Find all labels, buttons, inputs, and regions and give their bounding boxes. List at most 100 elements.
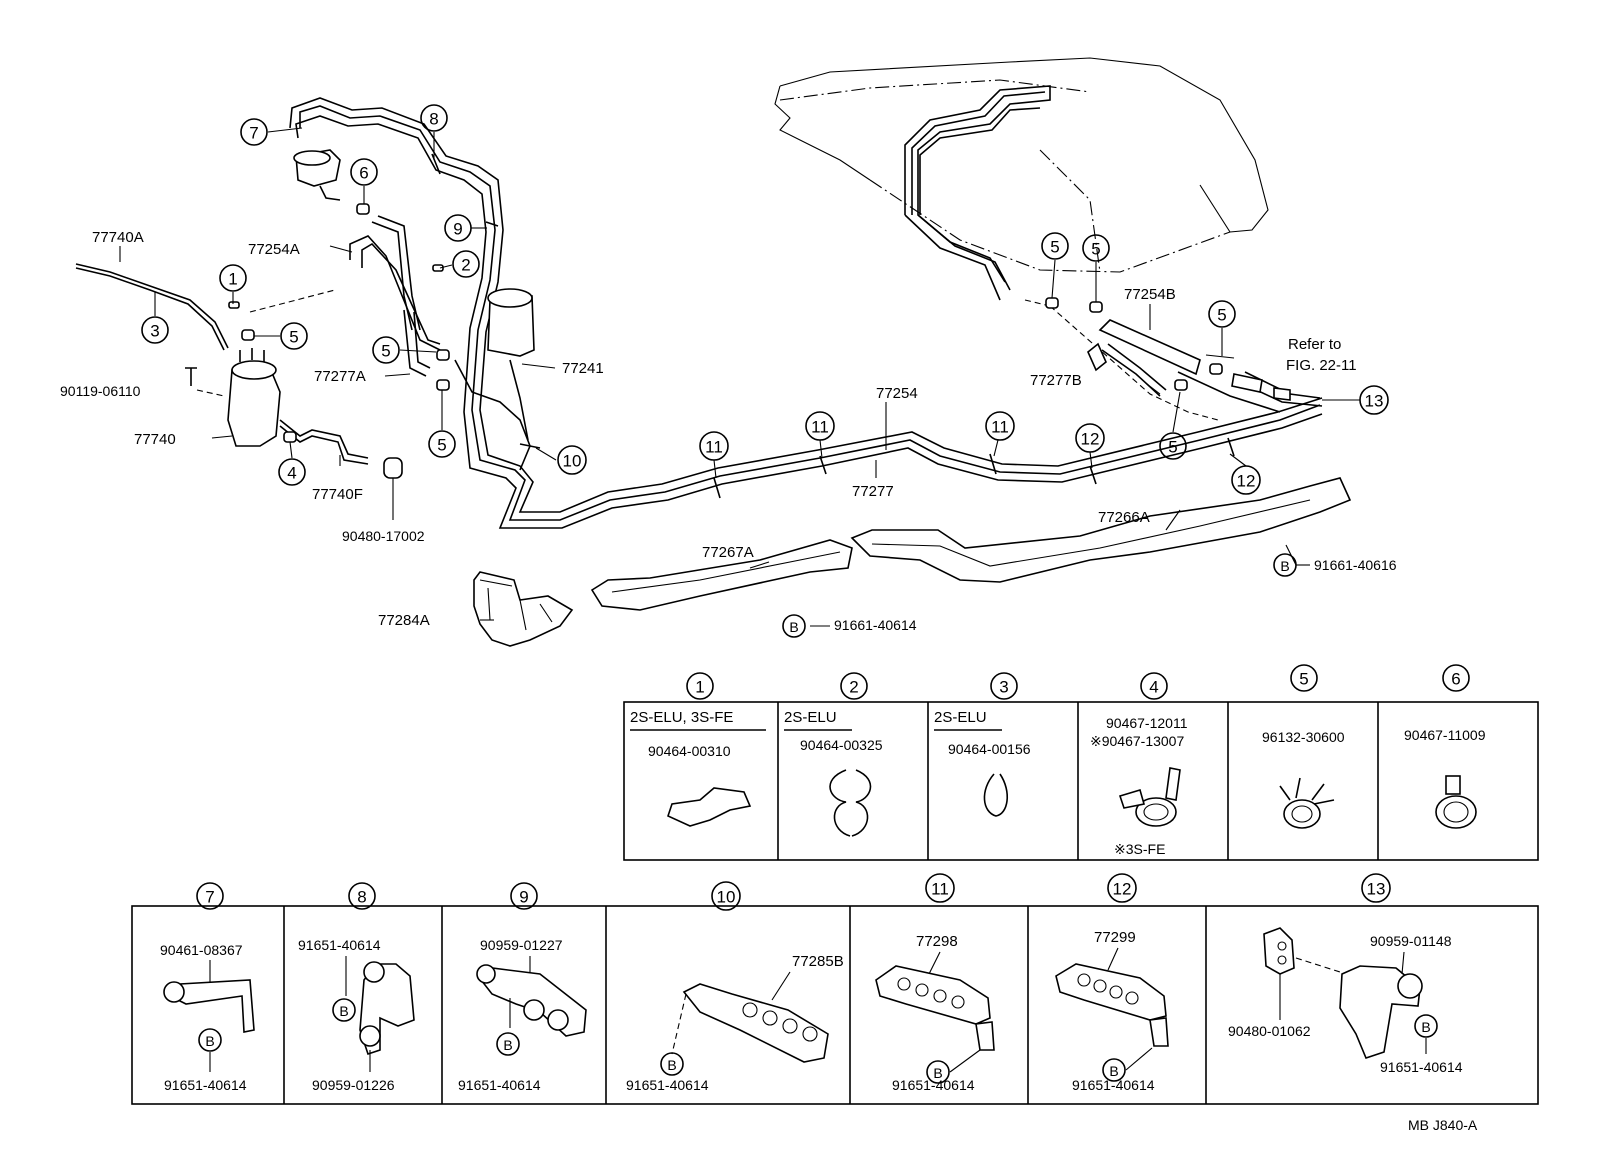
- detail-cell-8: 8 91651-40614 B 90959-01226: [298, 882, 415, 1093]
- callout-2: 2: [452, 250, 480, 278]
- label-77740a: 77740A: [92, 229, 144, 246]
- leader-lines: [119, 127, 1360, 627]
- detail-13-bolt: 91651-40614: [1380, 1059, 1463, 1075]
- svg-text:11: 11: [991, 418, 1009, 437]
- callout-13: 13: [1359, 385, 1389, 415]
- label-77277: 77277: [852, 483, 894, 500]
- label-77284a: 77284A: [378, 612, 430, 629]
- callout-12-b: 12: [1231, 465, 1261, 495]
- callout-5-g: 5: [1159, 432, 1187, 460]
- svg-text:9: 9: [453, 220, 462, 239]
- callout-4: 4: [278, 458, 306, 486]
- detail-8-part: 91651-40614: [298, 937, 381, 953]
- label-77740: 77740: [134, 431, 176, 448]
- detail-cell-11: 11 77298 B 91651-40614: [875, 873, 995, 1093]
- detail-cell-6: 6 90467-11009: [1404, 664, 1486, 829]
- svg-text:11: 11: [931, 880, 949, 899]
- svg-text:5: 5: [289, 328, 298, 347]
- detail-7-bolt: 91651-40614: [164, 1077, 247, 1093]
- detail-6-part: 90467-11009: [1404, 727, 1486, 743]
- detail-cell-2: 2 2S-ELU 90464-00325: [784, 672, 883, 837]
- detail-table-row1: 1 2S-ELU, 3S-FE 90464-00310 2 2S-ELU 904…: [623, 664, 1539, 861]
- callout-5-c: 5: [428, 430, 456, 458]
- label-77740f: 77740F: [312, 486, 363, 503]
- svg-text:5: 5: [1299, 670, 1308, 689]
- svg-text:12: 12: [1237, 472, 1256, 491]
- detail-9-bolt: 91651-40614: [458, 1077, 541, 1093]
- label-77254b: 77254B: [1124, 286, 1176, 303]
- svg-text:B: B: [339, 1003, 348, 1019]
- callout-b-2: B: [782, 614, 806, 638]
- svg-text:9: 9: [519, 888, 528, 907]
- detail-cell-1: 1 2S-ELU, 3S-FE 90464-00310: [630, 672, 766, 827]
- part-labels-main: 77740A 77254A 90119-06110 77740 77277A 7…: [60, 229, 1397, 633]
- detail-10-part: 77285B: [792, 953, 844, 970]
- label-91661-40616: 91661-40616: [1314, 557, 1397, 573]
- callout-6: 6: [350, 158, 378, 186]
- detail-table-row2: 7 90461-08367 B 91651-40614 8 91651-4061…: [131, 873, 1539, 1105]
- svg-text:5: 5: [1050, 238, 1059, 257]
- callout-11-b: 11: [805, 411, 835, 441]
- svg-text:12: 12: [1081, 430, 1100, 449]
- rear-hoses: [1045, 297, 1291, 401]
- callout-5-e: 5: [1082, 234, 1110, 262]
- svg-text:5: 5: [1217, 306, 1226, 325]
- protector-rail-77267a: [590, 539, 853, 611]
- main-fuel-lines: [289, 97, 1323, 529]
- detail-cell-12: 12 77299 B 91651-40614: [1055, 873, 1169, 1093]
- detail-cell-4: 4 90467-12011 ※90467-13007 ※3S-FE: [1090, 672, 1188, 857]
- clip-90464-00156-icon: [983, 773, 1008, 817]
- detail-9-part: 90959-01227: [480, 937, 563, 953]
- svg-text:2: 2: [849, 678, 858, 697]
- svg-text:13: 13: [1365, 392, 1384, 411]
- svg-text:B: B: [503, 1037, 512, 1053]
- svg-text:8: 8: [357, 888, 366, 907]
- spring-clamp-icon: [1283, 799, 1321, 829]
- detail-cell-13: 13 90959-01148 90480-01062 B 91651-40614: [1228, 873, 1463, 1075]
- detail-4-note: ※3S-FE: [1114, 841, 1165, 857]
- callout-5-d: 5: [1041, 232, 1069, 260]
- clamp-77285b-icon: [682, 983, 829, 1063]
- callout-5-f: 5: [1208, 300, 1236, 328]
- clip-90464-00310-icon: [667, 787, 752, 827]
- detail-1-header: 2S-ELU, 3S-FE: [630, 709, 733, 726]
- detail-cell-5: 5 96132-30600: [1262, 664, 1345, 829]
- detail-4-part2: ※90467-13007: [1090, 733, 1184, 749]
- detail-3-header: 2S-ELU: [934, 709, 987, 726]
- label-77266a: 77266A: [1098, 509, 1150, 526]
- callout-11-c: 11: [985, 411, 1015, 441]
- callout-7: 7: [240, 118, 268, 146]
- svg-text:12: 12: [1113, 880, 1132, 899]
- label-fig-22-11: FIG. 22-11: [1286, 357, 1357, 374]
- svg-text:1: 1: [228, 270, 237, 289]
- clip-90464-00325-icon: [829, 769, 872, 837]
- callout-3: 3: [141, 316, 169, 344]
- detail-cell-3: 3 2S-ELU 90464-00156: [934, 672, 1031, 817]
- callout-8: 8: [420, 104, 448, 132]
- detail-12-part: 77299: [1094, 929, 1136, 946]
- svg-text:7: 7: [205, 888, 214, 907]
- label-90480-17002: 90480-17002: [342, 528, 425, 544]
- svg-text:11: 11: [811, 418, 829, 437]
- callout-5-a: 5: [280, 322, 308, 350]
- detail-cell-7: 7 90461-08367 B 91651-40614: [160, 882, 255, 1093]
- protector-rail-77266a: [850, 477, 1352, 583]
- callout-11-a: 11: [699, 431, 729, 461]
- svg-text:5: 5: [381, 342, 390, 361]
- svg-text:5: 5: [1168, 438, 1177, 457]
- detail-11-part: 77298: [916, 933, 958, 950]
- callout-9: 9: [444, 214, 472, 242]
- left-components: [75, 149, 535, 479]
- detail-11-bolt: 91651-40614: [892, 1077, 975, 1093]
- detail-10-bolt: 91651-40614: [626, 1077, 709, 1093]
- clamp-77299-icon: [1055, 963, 1167, 1021]
- callouts-main: 7 8 6 9 2 1 3 5 5 5 4 10 11 11 11 12 12 …: [141, 104, 1389, 638]
- svg-text:13: 13: [1367, 880, 1386, 899]
- detail-13-part2: 90480-01062: [1228, 1023, 1311, 1039]
- svg-text:B: B: [667, 1057, 676, 1073]
- band-clamp-icon: [1435, 795, 1477, 829]
- svg-text:8: 8: [429, 110, 438, 129]
- label-91661-40614: 91661-40614: [834, 617, 917, 633]
- svg-text:B: B: [1109, 1063, 1118, 1079]
